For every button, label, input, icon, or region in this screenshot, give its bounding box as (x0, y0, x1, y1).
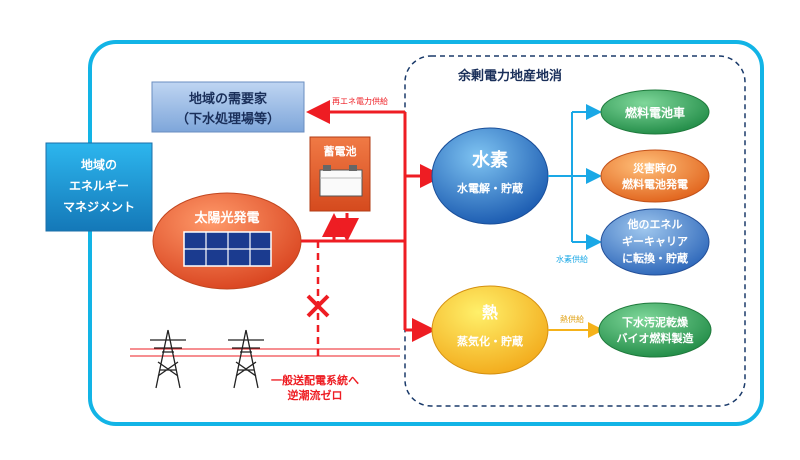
sludge-biofuel-node (598, 302, 712, 358)
surplus-title: 余剰電力地産地消 (457, 68, 562, 84)
heat-sub: 蒸気化・貯蔵 (457, 334, 523, 348)
consumer-box (151, 81, 305, 133)
fuel-cell-vehicle-node (600, 89, 710, 135)
other-carrier-line-2: ギーキャリア (622, 234, 688, 248)
solar-label: 太陽光発電 (193, 210, 259, 226)
consumer-line-2: （下水処理場等） (176, 111, 280, 127)
heat-supply-label: 熱供給 (560, 314, 584, 324)
hydrogen-sub: 水電解・貯蔵 (457, 181, 523, 195)
heat-title: 熱 (482, 303, 498, 322)
disaster-power-line-2: 燃料電池発電 (621, 177, 688, 191)
grid-lines (130, 348, 400, 357)
energy-management-line-1: 地域の (81, 157, 117, 172)
fuel-cell-vehicle-label: 燃料電池車 (625, 105, 685, 120)
transmission-tower-icon (150, 329, 264, 389)
grid-note-line-1: 一般送配電系統へ (271, 373, 359, 387)
disaster-power-node (600, 149, 710, 203)
solar-panel-icon (183, 231, 272, 267)
grid-note-line-2: 逆潮流ゼロ (288, 388, 343, 402)
renewable-supply-label: 再エネ電力供給 (332, 96, 388, 106)
hydrogen-node (431, 127, 549, 225)
energy-management-line-3: マネジメント (63, 200, 135, 214)
sludge-biofuel-line-1: 下水汚泥乾燥 (622, 315, 689, 329)
energy-management-line-2: エネルギー (69, 178, 129, 193)
power-lines (301, 100, 444, 342)
hydrogen-lines (548, 104, 602, 250)
other-carrier-line-1: 他のエネル (627, 217, 683, 231)
consumer-line-1: 地域の需要家 (189, 91, 268, 107)
heat-node (431, 285, 549, 375)
battery-icon (319, 165, 363, 197)
energy-management-box (45, 142, 153, 232)
other-carrier-node (600, 208, 710, 276)
battery-label: 蓄電池 (324, 144, 357, 158)
blocked-cross-icon (306, 294, 330, 318)
hydrogen-supply-label: 水素供給 (556, 254, 588, 264)
disaster-power-line-1: 災害時の (632, 161, 677, 175)
other-carrier-line-3: に転換・貯蔵 (622, 251, 688, 265)
hydrogen-title: 水素 (472, 149, 508, 171)
sludge-biofuel-line-2: バイオ燃料製造 (617, 331, 695, 345)
